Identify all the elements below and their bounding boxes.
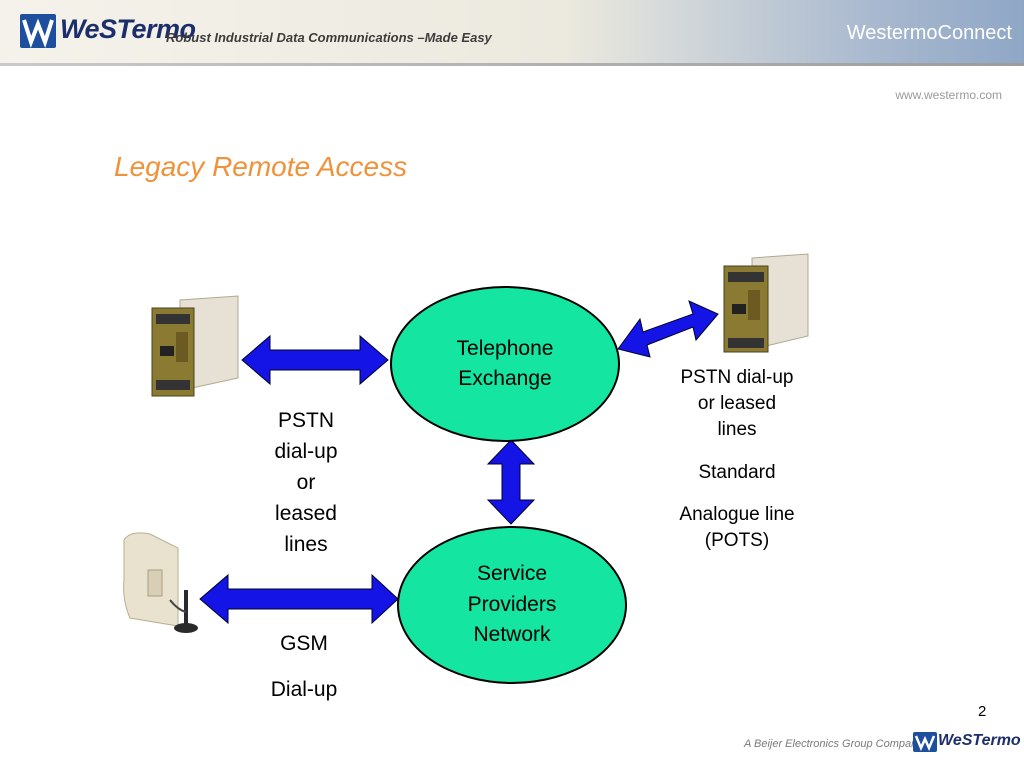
header-divider: [0, 63, 1024, 66]
telephone-exchange-label: Telephone Exchange: [456, 336, 554, 390]
page-number: 2: [978, 703, 987, 720]
tagline: Robust Industrial Data Communications –M…: [166, 30, 492, 45]
left-link-label: PSTN dial-up or leased lines: [274, 409, 338, 556]
header-bar: [0, 0, 1024, 64]
right-link-label: PSTN dial-up or leased lines: [680, 367, 794, 440]
standard-label: Standard: [698, 462, 776, 483]
footer-group-text: A Beijer Electronics Group Company: [744, 738, 923, 750]
vertical-link-arrow: [486, 439, 536, 525]
right-link-arrow: [617, 300, 719, 358]
website-url: www.westermo.com: [895, 88, 1002, 102]
analogue-line-label: Analogue line (POTS): [679, 504, 795, 551]
logo-wordmark: WeSTermo: [60, 14, 196, 44]
gsm-link-arrow: [199, 573, 399, 625]
gsm-dialup-label: Dial-up: [270, 678, 338, 701]
footer-logo-wordmark: WeSTermo: [938, 732, 1021, 749]
westermo-logo-icon: [20, 14, 56, 49]
gsm-label: GSM: [280, 632, 328, 655]
slide-title: Legacy Remote Access: [114, 151, 408, 182]
service-provider-label: Service Providers Network: [467, 562, 557, 647]
service-provider-node: Service Providers Network: [397, 526, 627, 684]
brand-name: WestermoConnect: [846, 22, 1012, 44]
din-rail-modem-icon: [723, 253, 809, 353]
left-link-arrow: [241, 334, 389, 386]
telephone-exchange-node: Telephone Exchange: [390, 286, 620, 442]
din-rail-modem-icon: [151, 295, 239, 397]
gsm-modem-icon: [123, 532, 198, 633]
footer-logo-icon: [913, 732, 937, 752]
